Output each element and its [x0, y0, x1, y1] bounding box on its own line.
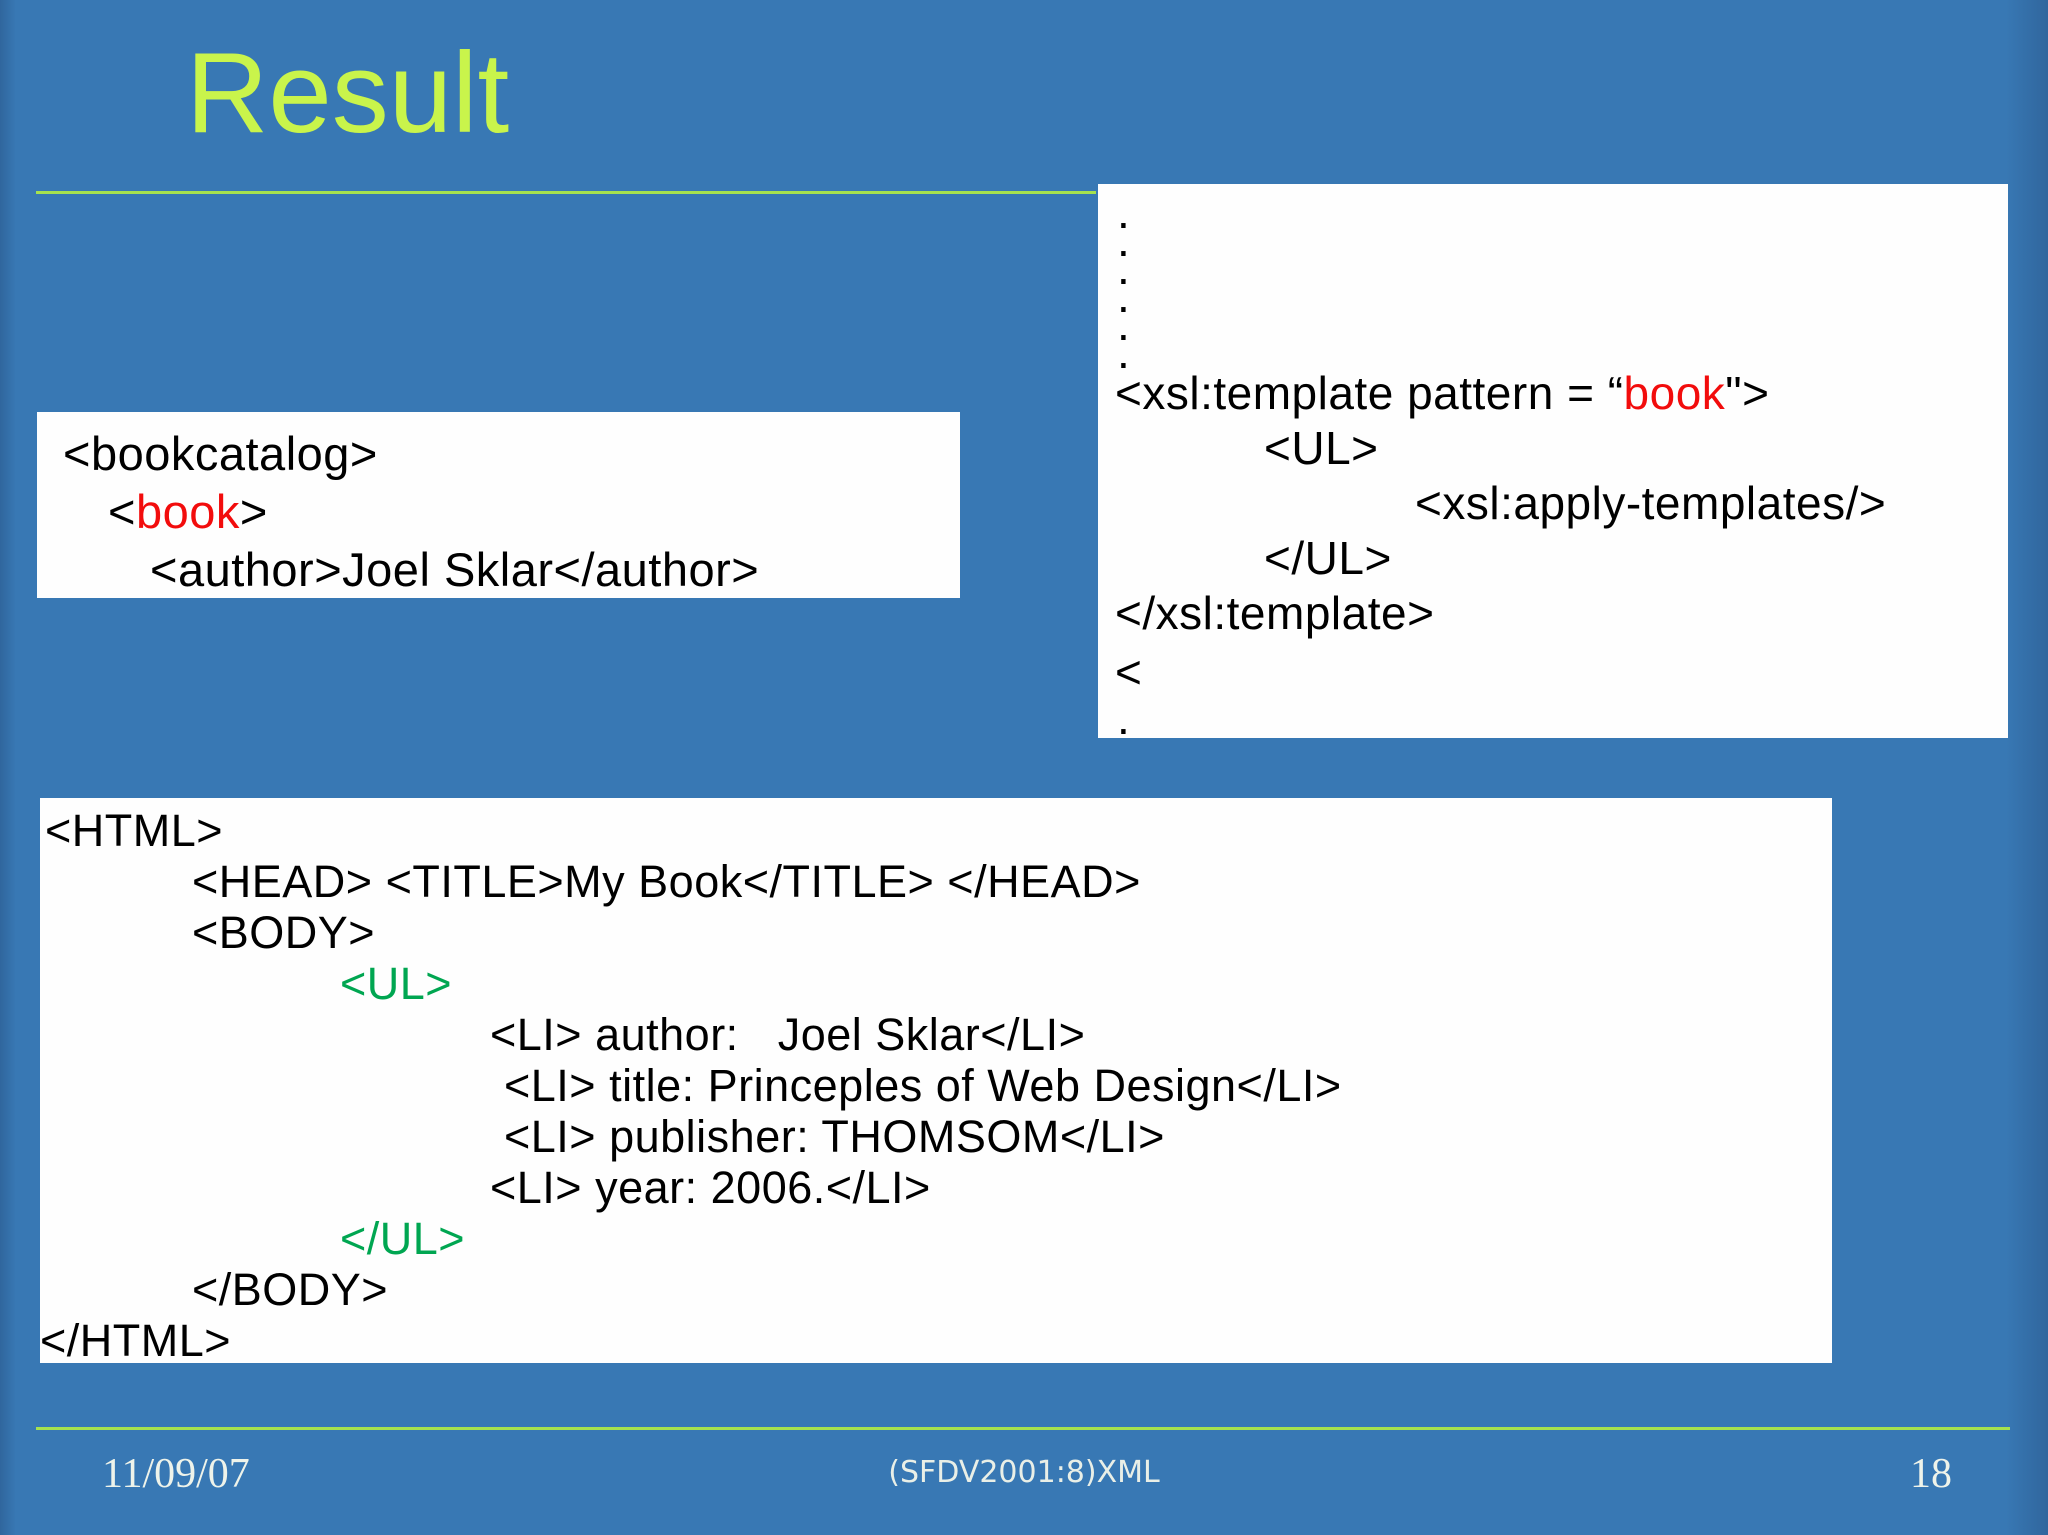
- code-segment: <LI> title: Princeples of Web Design</LI…: [504, 1060, 1342, 1111]
- page-title: Result: [186, 30, 510, 157]
- code-segment: .: [1117, 692, 1131, 738]
- footer-date: 11/09/07: [102, 1451, 250, 1497]
- code-segment: .: [1117, 270, 1131, 322]
- code-segment: <: [108, 485, 136, 538]
- code-segment: book: [1623, 367, 1726, 419]
- code-segment: <bookcatalog>: [63, 427, 378, 480]
- code-segment: <LI> author: Joel Sklar</LI>: [490, 1009, 1086, 1060]
- footer-divider: [36, 1427, 2010, 1430]
- code-line: </UL>: [1098, 531, 2008, 586]
- code-line: .: [1098, 245, 2008, 291]
- code-segment: <UL>: [340, 958, 453, 1009]
- code-segment: book: [135, 485, 240, 538]
- code-segment: .: [1117, 242, 1131, 294]
- code-segment: </UL>: [340, 1213, 466, 1264]
- code-line: <LI> year: 2006.</LI>: [40, 1162, 1832, 1213]
- code-line: </UL>: [40, 1213, 1832, 1264]
- code-segment: </HTML>: [40, 1315, 232, 1363]
- code-segment: <BODY>: [192, 907, 376, 958]
- code-segment: .: [1117, 214, 1131, 266]
- code-segment: <LI> publisher: THOMSOM</LI>: [504, 1111, 1165, 1162]
- xml-source-code-box: <bookcatalog><book><author>Joel Sklar</a…: [37, 412, 960, 598]
- html-result-code-box: <HTML><HEAD> <TITLE>My Book</TITLE> </HE…: [40, 798, 1832, 1363]
- code-line: <BODY>: [40, 907, 1832, 958]
- code-segment: </xsl:template>: [1115, 587, 1435, 639]
- title-underline: [36, 191, 1096, 194]
- xsl-template-code-box: ......<xsl:template pattern = “book"><UL…: [1098, 184, 2008, 738]
- code-segment: <HEAD> <TITLE>My Book</TITLE> </HEAD>: [192, 856, 1141, 907]
- code-line: .: [1098, 301, 2008, 347]
- code-line: <LI> publisher: THOMSOM</LI>: [40, 1111, 1832, 1162]
- code-line: .: [1098, 329, 2008, 375]
- code-line: <HEAD> <TITLE>My Book</TITLE> </HEAD>: [40, 856, 1832, 907]
- code-segment: <author>Joel Sklar</author>: [150, 543, 760, 596]
- code-line: .: [1098, 273, 2008, 319]
- code-segment: </BODY>: [192, 1264, 389, 1315]
- code-line: </BODY>: [40, 1264, 1832, 1315]
- code-line: <author>Joel Sklar</author>: [37, 541, 960, 598]
- code-segment: <HTML>: [45, 805, 224, 856]
- code-line: .: [1098, 217, 2008, 263]
- code-line: <HTML>: [40, 805, 1832, 856]
- code-segment: <xsl:template pattern = “: [1115, 367, 1624, 419]
- code-line: <xsl:apply-templates/>: [1098, 476, 2008, 531]
- footer-course-code: (SFDV2001:8)XML: [888, 1455, 1160, 1490]
- code-segment: .: [1117, 298, 1131, 350]
- code-line: </xsl:template>: [1098, 586, 2008, 641]
- code-line: <xsl:template pattern = “book">: [1098, 366, 2008, 421]
- code-line: </HTML>: [40, 1315, 1832, 1363]
- code-line: <UL>: [40, 958, 1832, 1009]
- code-segment: </UL>: [1264, 532, 1392, 584]
- code-segment: <xsl:apply-templates/>: [1415, 477, 1887, 529]
- code-line: .: [1098, 695, 2008, 738]
- footer-page-number: 18: [1910, 1451, 1952, 1497]
- code-segment: >: [239, 485, 268, 538]
- code-line: <book>: [37, 483, 960, 541]
- code-line: <UL>: [1098, 421, 2008, 476]
- code-segment: <LI> year: 2006.</LI>: [490, 1162, 931, 1213]
- code-segment: <: [1115, 646, 1143, 698]
- code-segment: .: [1117, 186, 1131, 238]
- code-line: <: [1098, 645, 2008, 700]
- code-line: <bookcatalog>: [37, 425, 960, 483]
- code-line: <LI> author: Joel Sklar</LI>: [40, 1009, 1832, 1060]
- code-segment: .: [1117, 326, 1131, 378]
- code-line: .: [1098, 189, 2008, 235]
- code-line: <LI> title: Princeples of Web Design</LI…: [40, 1060, 1832, 1111]
- code-segment: <UL>: [1264, 422, 1379, 474]
- code-segment: ">: [1725, 367, 1770, 419]
